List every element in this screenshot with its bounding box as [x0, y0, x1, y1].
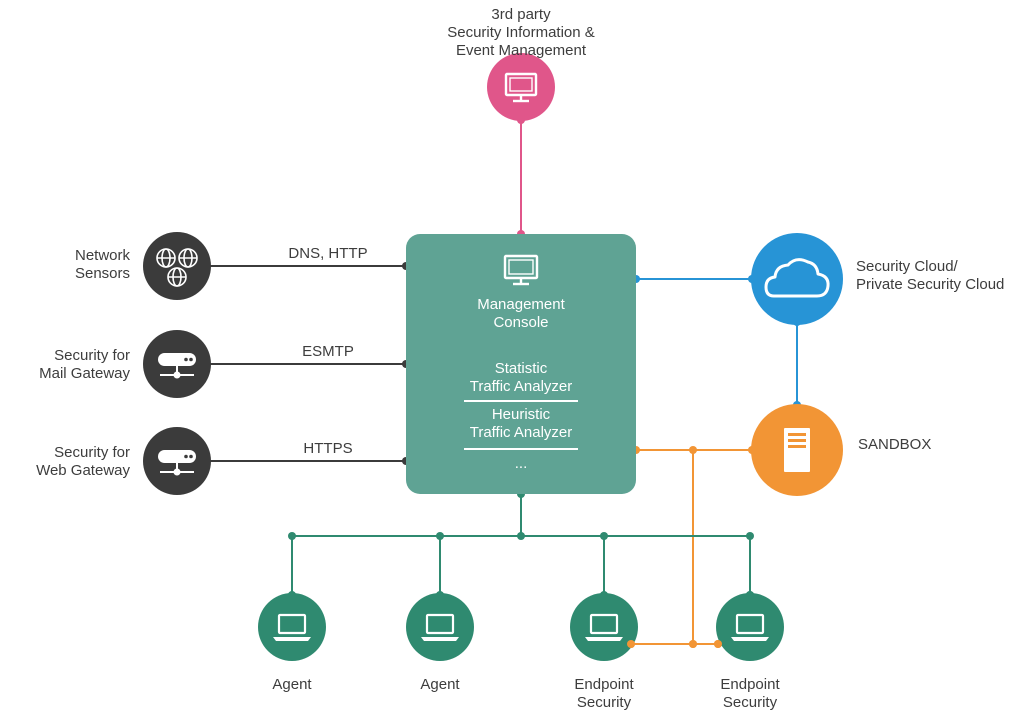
management-console: Management Console Statistic Traffic Ana… [406, 234, 636, 494]
laptop-icon [585, 613, 623, 641]
server-icon [158, 450, 196, 476]
divider [464, 448, 578, 450]
edge-label-https: HTTPS [303, 440, 353, 457]
agent-node-2 [406, 593, 474, 661]
web-gateway-label: Security for Web Gateway [36, 444, 130, 479]
tower-pc-icon [784, 428, 810, 472]
laptop-icon [421, 613, 459, 641]
security-cloud-node [751, 233, 843, 325]
edge-dot [517, 532, 525, 540]
edge-dot [600, 532, 608, 540]
network-sensors-node [143, 232, 211, 300]
console-title: Management Console [477, 296, 565, 331]
edge-label-dns-http: DNS, HTTP [288, 245, 368, 262]
monitor-icon [503, 254, 539, 286]
siem-node [487, 53, 555, 121]
sandbox-label: SANDBOX [858, 436, 932, 453]
web-gateway-node [143, 427, 211, 495]
console-more: ... [514, 455, 528, 472]
sandbox-node [751, 404, 843, 496]
server-icon [158, 353, 196, 379]
edge-label-esmtp: ESMTP [302, 343, 354, 360]
security-cloud-label: Security Cloud/ Private Security Cloud [856, 258, 1005, 293]
edge-dot [288, 532, 296, 540]
globe-cluster-icon [156, 248, 198, 287]
monitor-icon [504, 72, 538, 103]
agent-node-1 [258, 593, 326, 661]
heuristic-traffic-analyzer: Heuristic Traffic Analyzer [469, 406, 573, 441]
endpoint-label-2: Endpoint Security [720, 676, 780, 711]
agent-label-2: Agent [420, 676, 460, 693]
edge-dot [689, 640, 697, 648]
divider [464, 400, 578, 402]
endpoint-label-1: Endpoint Security [574, 676, 634, 711]
siem-label: 3rd party Security Information & Event M… [447, 6, 595, 59]
edge-dot [436, 532, 444, 540]
cloud-icon [764, 258, 830, 298]
statistic-traffic-analyzer: Statistic Traffic Analyzer [469, 360, 573, 395]
mail-gateway-label: Security for Mail Gateway [39, 347, 130, 382]
agent-label-1: Agent [272, 676, 312, 693]
endpoint-node-2 [716, 593, 784, 661]
endpoint-node-1 [570, 593, 638, 661]
laptop-icon [731, 613, 769, 641]
laptop-icon [273, 613, 311, 641]
edge-dot [746, 532, 754, 540]
mail-gateway-node [143, 330, 211, 398]
edge-dot [689, 446, 697, 454]
network-sensors-label: Network Sensors [74, 247, 130, 282]
